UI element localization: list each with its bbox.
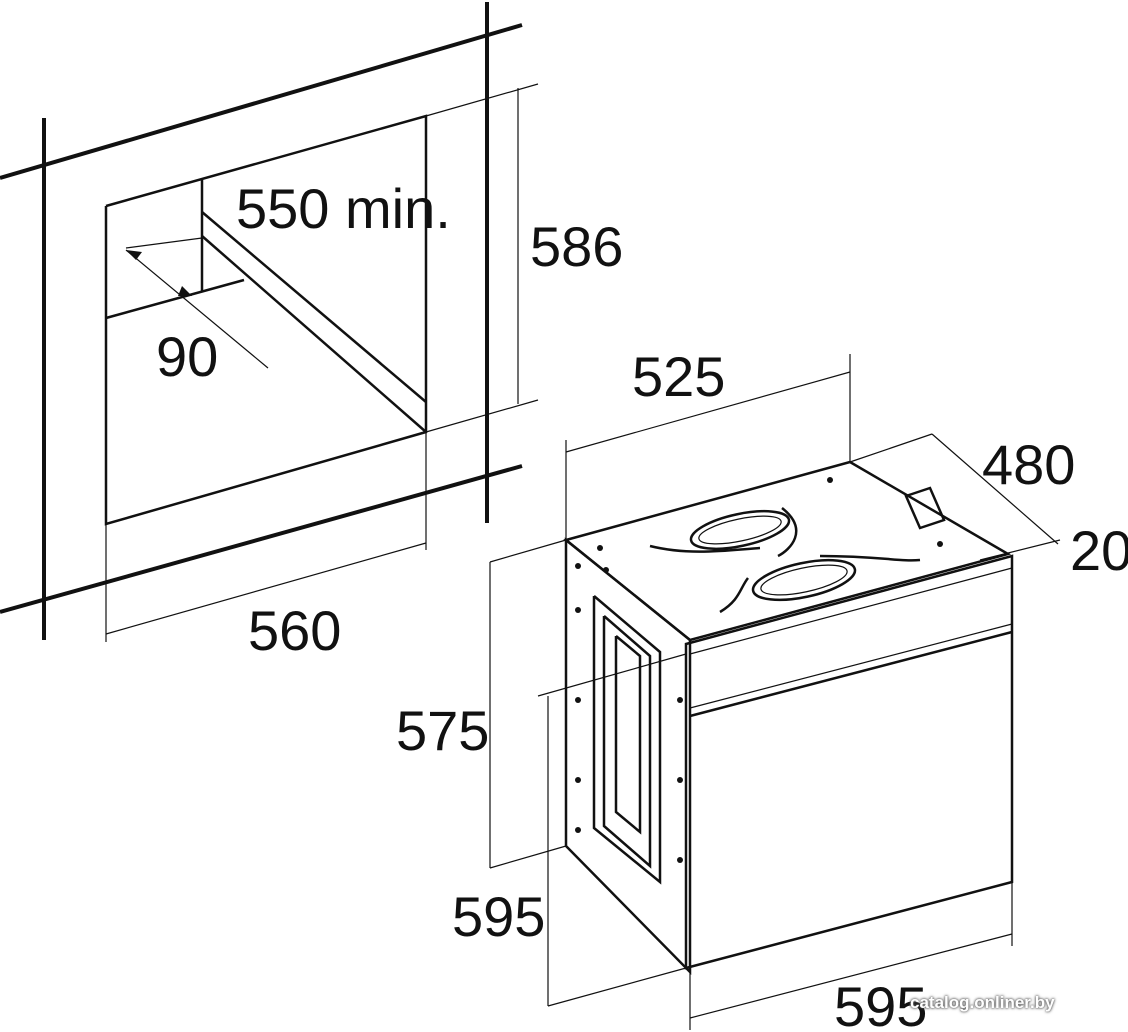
niche-depth-label: 550 min. [236,177,451,240]
niche-height-label: 586 [530,215,623,278]
oven-depth-label: 525 [632,345,725,408]
front-offset-label: 20 [1070,519,1128,582]
niche-width-label: 560 [248,599,341,662]
oven-top-depth-label: 480 [982,433,1075,496]
oven-front-height-label: 595 [452,885,545,948]
oven-width-label: 595 [834,975,927,1032]
niche-drawing [0,2,539,642]
niche-gap-label: 90 [156,325,218,388]
oven-body-height-label: 575 [396,699,489,762]
watermark: catalog.onliner.by [910,993,1055,1012]
oven-drawing [489,354,1061,1030]
